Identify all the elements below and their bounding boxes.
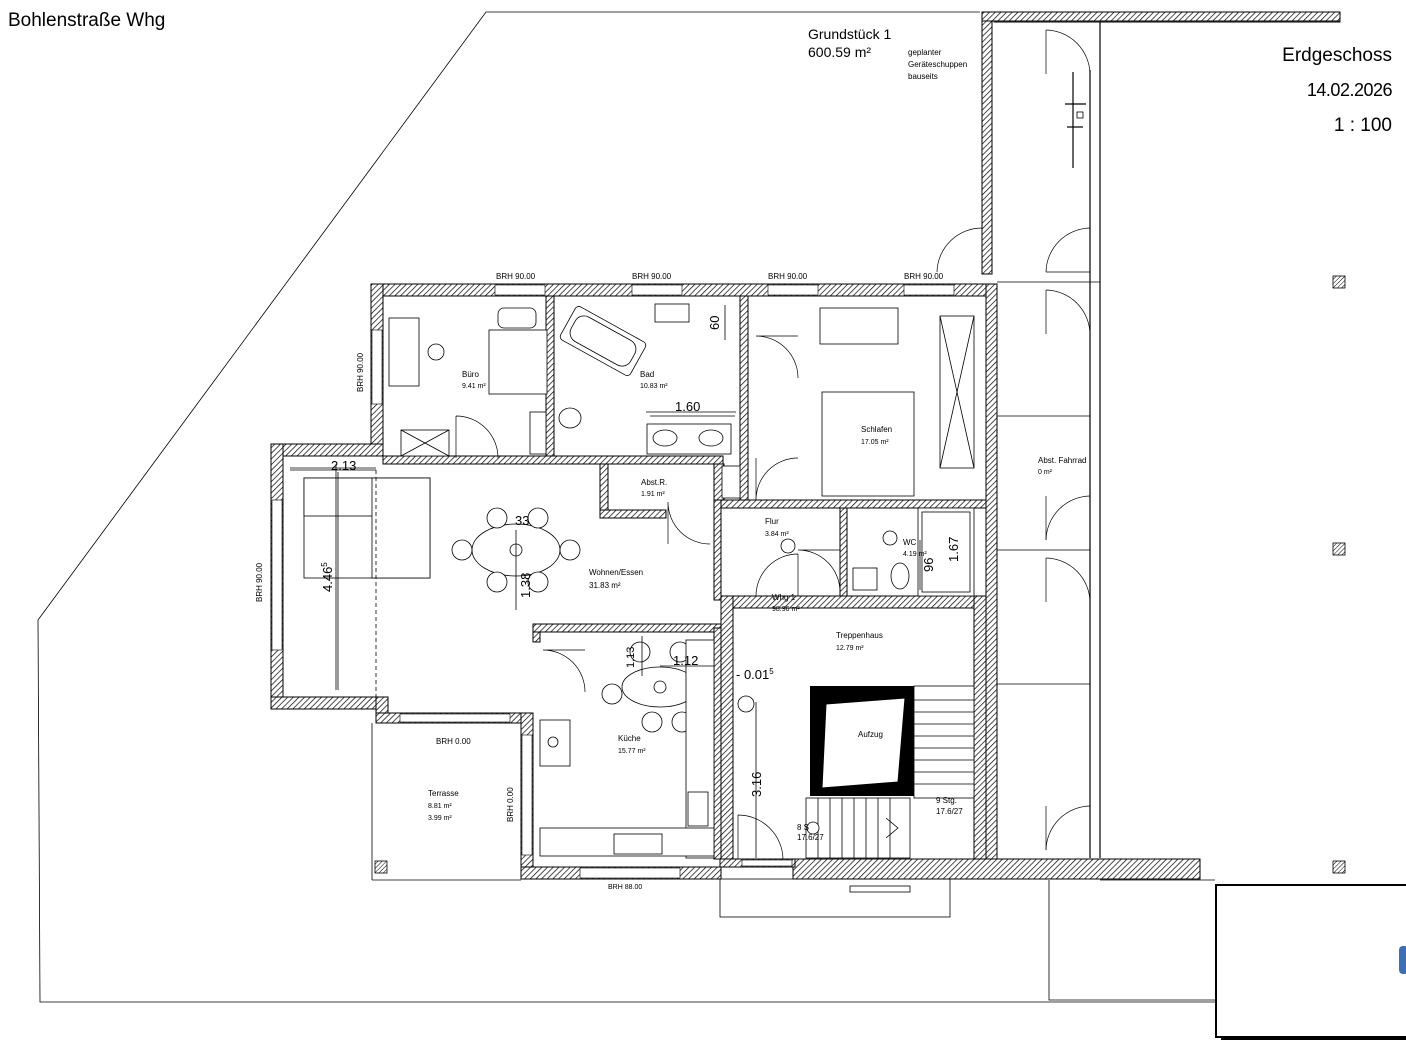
stairwell bbox=[737, 685, 975, 859]
room-treppenhaus-area: 12.79 m² bbox=[836, 645, 864, 652]
doors bbox=[455, 335, 841, 860]
level-mark: - 0.015 bbox=[736, 667, 774, 682]
room-abstr-area: 1.91 m² bbox=[641, 491, 665, 498]
bedroom-furniture bbox=[819, 307, 975, 497]
window-label-left-lower: BRH 90.00 bbox=[255, 562, 264, 602]
neighbor-boundary bbox=[1048, 880, 1215, 1001]
interior-walls bbox=[382, 295, 987, 860]
title-block bbox=[1215, 884, 1406, 1038]
room-terrasse-area2: 3.99 m² bbox=[428, 815, 452, 822]
exterior-walls bbox=[270, 283, 1201, 880]
window-label-top-2: BRH 90.00 bbox=[632, 272, 672, 281]
window-label-bottom: BRH 88.00 bbox=[608, 884, 642, 891]
dim-1-12: 1.12 bbox=[673, 653, 698, 668]
plot-name: Grundstück 1 bbox=[808, 26, 891, 42]
room-wohnen-area: 31.83 m² bbox=[589, 581, 621, 590]
room-bad-name: Bad bbox=[640, 370, 654, 379]
dim-3-16: 3.16 bbox=[749, 772, 764, 797]
room-kueche-name: Küche bbox=[618, 734, 641, 743]
dim-96: 96 bbox=[921, 558, 936, 572]
dimension-lines bbox=[290, 305, 921, 690]
room-schlafen-name: Schlafen bbox=[861, 425, 892, 434]
plan-scale: 1 : 100 bbox=[1333, 115, 1392, 136]
project-name: Bohlenstraße Whg bbox=[8, 10, 166, 31]
badge-icon bbox=[1399, 946, 1406, 974]
plot-boundary bbox=[37, 11, 1215, 1003]
room-flur-area: 3.84 m² bbox=[765, 531, 789, 538]
room-abstr-name: Abst.R. bbox=[641, 478, 667, 487]
stairs-lower-count: 8 S bbox=[797, 823, 809, 832]
unit-area: 98.96 m² bbox=[772, 606, 800, 613]
room-flur-name: Flur bbox=[765, 517, 779, 526]
stairs-lower-ratio: 17.6/27 bbox=[797, 833, 824, 842]
room-buero-area: 9.41 m² bbox=[462, 383, 486, 390]
level-markers bbox=[1332, 275, 1346, 874]
kitchen-furniture bbox=[539, 639, 715, 859]
room-terrasse-area: 8.81 m² bbox=[428, 803, 452, 810]
terrace bbox=[371, 723, 521, 881]
window-label-kitchen-side: BRH 0.00 bbox=[506, 787, 515, 822]
entry-canopy bbox=[719, 878, 951, 918]
bathroom-furniture bbox=[558, 303, 736, 455]
dim-1-13: 1.13 bbox=[625, 647, 637, 668]
stairs-upper-count: 9 Stg. bbox=[936, 796, 957, 805]
floor-name: Erdgeschoss bbox=[1282, 45, 1392, 66]
room-fahrrad-area: 0 m² bbox=[1038, 469, 1053, 476]
plan-date: 14.02.2026 bbox=[1306, 80, 1393, 100]
living-furniture bbox=[290, 464, 581, 697]
room-treppenhaus-name: Treppenhaus bbox=[836, 631, 883, 640]
stairs-upper-ratio: 17.6/27 bbox=[936, 807, 963, 816]
shed-note-2: Geräteschuppen bbox=[908, 60, 967, 69]
dim-1-38: 1.38 bbox=[518, 573, 533, 598]
office-furniture bbox=[388, 307, 548, 457]
window-label-terrace: BRH 0.00 bbox=[436, 737, 471, 746]
wc-furniture bbox=[780, 507, 975, 597]
dim-4-46: 4.465 bbox=[320, 562, 335, 592]
unit-name: Whg 1 bbox=[772, 593, 796, 602]
room-fahrrad-name: Abst. Fahrrad bbox=[1038, 456, 1086, 465]
plot-area: 600.59 m² bbox=[808, 44, 871, 60]
dim-2-13: 2.13 bbox=[331, 458, 356, 473]
room-aufzug-name: Aufzug bbox=[858, 730, 883, 739]
room-buero-name: Büro bbox=[462, 370, 479, 379]
dim-60: 60 bbox=[707, 316, 722, 330]
room-bad-area: 10.83 m² bbox=[640, 383, 668, 390]
dim-1-60: 1.60 bbox=[675, 399, 700, 414]
room-wc-area: 4.19 m² bbox=[903, 551, 927, 558]
room-schlafen-area: 17.05 m² bbox=[861, 439, 889, 446]
room-wc-name: WC bbox=[903, 538, 917, 547]
room-kueche-area: 15.77 m² bbox=[618, 748, 646, 755]
shed-note-3: bauseits bbox=[908, 72, 938, 81]
window-label-top-3: BRH 90.00 bbox=[768, 272, 808, 281]
dim-33: 33 bbox=[515, 513, 529, 528]
room-terrasse-name: Terrasse bbox=[428, 789, 459, 798]
shed-note-1: geplanter bbox=[908, 48, 942, 57]
bike-storage bbox=[936, 11, 1341, 858]
room-wohnen-name: Wohnen/Essen bbox=[589, 568, 643, 577]
storage-fixture bbox=[721, 465, 741, 499]
window-label-left-upper: BRH 90.00 bbox=[356, 352, 365, 392]
dim-1-67: 1.67 bbox=[946, 537, 961, 562]
window-label-top-1: BRH 90.00 bbox=[496, 272, 536, 281]
window-label-top-4: BRH 90.00 bbox=[904, 272, 944, 281]
